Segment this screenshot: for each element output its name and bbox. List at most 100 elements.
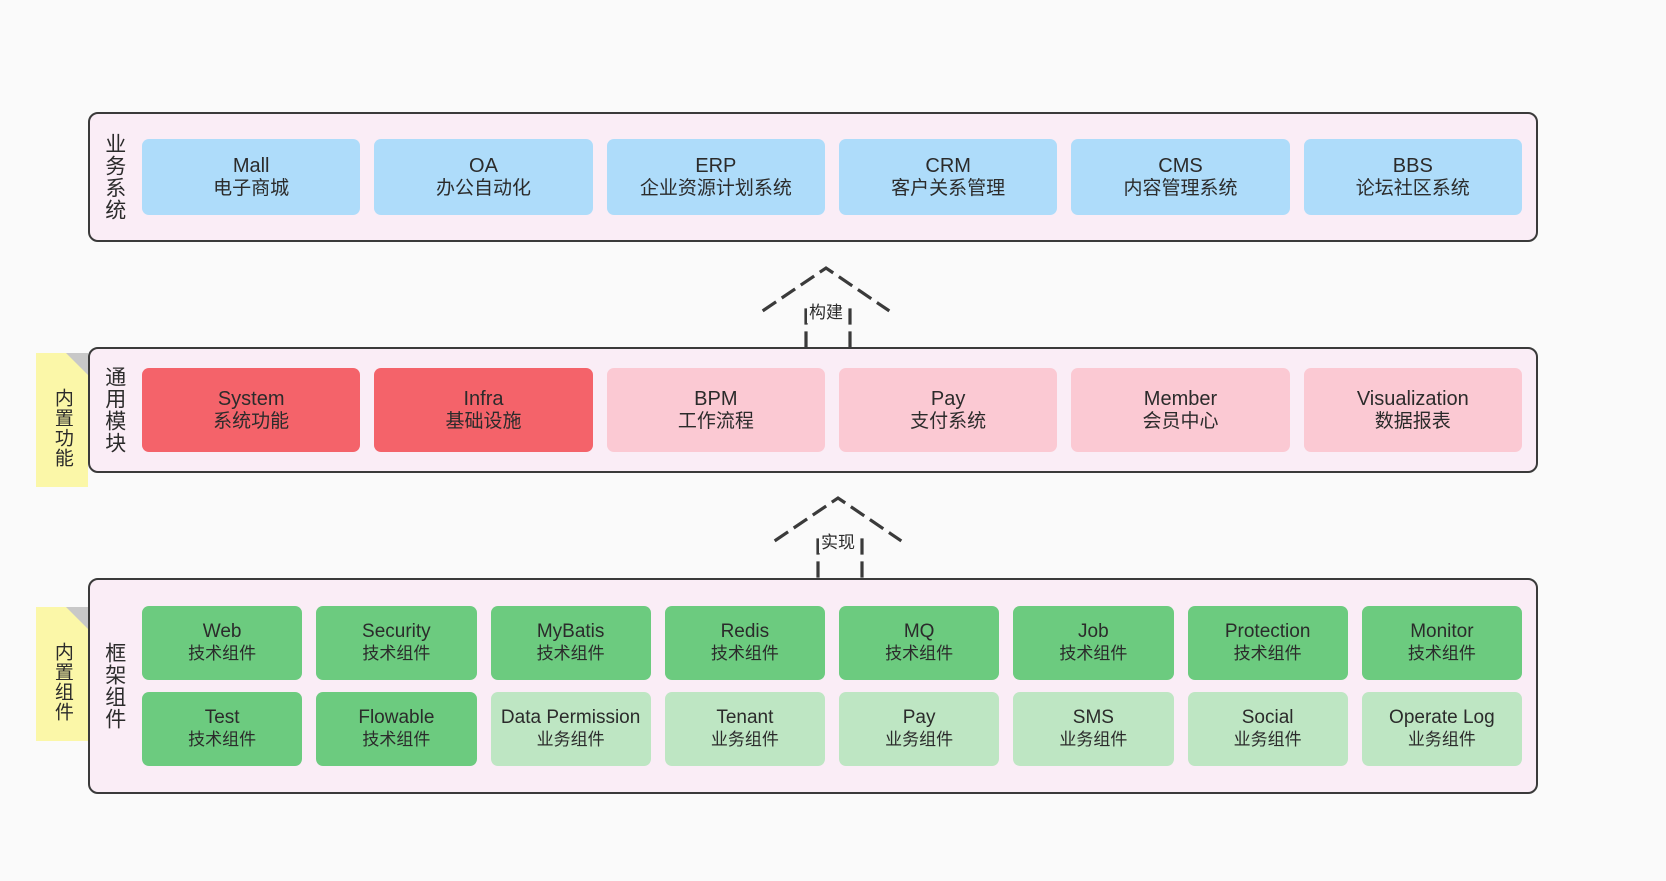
card-title: Visualization — [1356, 387, 1469, 410]
layer-business-systems-title: 业务系统 — [102, 133, 126, 221]
card-title: MyBatis — [536, 621, 605, 643]
card-subtitle: 技术组件 — [1407, 644, 1476, 664]
card-title: CMS — [1158, 154, 1203, 177]
layer-framework-components-title: 框架组件 — [102, 642, 126, 730]
card-subtitle: 技术组件 — [1233, 644, 1302, 664]
card-subtitle: 数据报表 — [1374, 410, 1451, 432]
card-subtitle: 基础设施 — [445, 410, 522, 432]
card-title: Social — [1241, 707, 1294, 729]
card-title: Job — [1078, 621, 1109, 643]
note-builtin-function-label: 内置功能 — [51, 388, 73, 468]
card-title: MQ — [903, 621, 935, 643]
card-subtitle: 技术组件 — [362, 644, 431, 664]
card-title: Data Permission — [500, 707, 641, 729]
card-subtitle: 内容管理系统 — [1123, 177, 1238, 199]
note-fold-corner-icon — [66, 353, 88, 375]
card-subtitle: 业务组件 — [1233, 730, 1302, 750]
card-subtitle: 业务组件 — [885, 730, 954, 750]
card-subtitle: 技术组件 — [188, 644, 257, 664]
card-subtitle: 业务组件 — [710, 730, 779, 750]
card-title: Flowable — [358, 707, 435, 729]
connector-build-label: 构建 — [807, 298, 845, 323]
card-title: Pay — [902, 707, 936, 729]
card-subtitle: 企业资源计划系统 — [639, 177, 792, 199]
card-subtitle: 办公自动化 — [435, 177, 531, 199]
card-title: Operate Log — [1389, 707, 1495, 729]
note-fold-corner-icon — [66, 607, 88, 629]
card-title: System — [217, 387, 285, 410]
card-title: Monitor — [1410, 621, 1474, 643]
card-subtitle: 技术组件 — [188, 730, 257, 750]
note-builtin-component-label: 内置组件 — [51, 642, 73, 722]
card-title: OA — [469, 154, 498, 177]
connector-build: 构建 — [760, 262, 900, 348]
connector-implement: 实现 — [772, 492, 912, 578]
card-title: BPM — [694, 387, 738, 410]
card-title: Protection — [1224, 621, 1311, 643]
card-title: CRM — [925, 154, 971, 177]
card-title: Redis — [720, 621, 770, 643]
card-title: Mall — [232, 154, 270, 177]
layer-common-modules-title: 通用模块 — [102, 366, 126, 454]
card-subtitle: 电子商城 — [213, 177, 290, 199]
card-subtitle: 系统功能 — [213, 410, 290, 432]
card-subtitle: 会员中心 — [1142, 410, 1219, 432]
card-title: Pay — [930, 387, 966, 410]
note-builtin-function: 内置功能 — [36, 353, 88, 487]
card-subtitle: 客户关系管理 — [891, 177, 1006, 199]
card-subtitle: 技术组件 — [710, 644, 779, 664]
card-subtitle: 论坛社区系统 — [1355, 177, 1470, 199]
card-subtitle: 技术组件 — [536, 644, 605, 664]
card-subtitle: 技术组件 — [362, 730, 431, 750]
card-title: Member — [1143, 387, 1218, 410]
card-subtitle: 支付系统 — [910, 410, 987, 432]
card-subtitle: 业务组件 — [1407, 730, 1476, 750]
card-title: Security — [362, 621, 431, 643]
card-title: Web — [202, 621, 242, 643]
card-title: BBS — [1392, 154, 1433, 177]
card-title: Tenant — [716, 707, 774, 729]
connector-implement-label: 实现 — [819, 528, 857, 553]
card-title: Test — [204, 707, 240, 729]
card-subtitle: 工作流程 — [677, 410, 754, 432]
card-subtitle: 业务组件 — [536, 730, 605, 750]
card-title: ERP — [695, 154, 737, 177]
note-builtin-component: 内置组件 — [36, 607, 88, 741]
